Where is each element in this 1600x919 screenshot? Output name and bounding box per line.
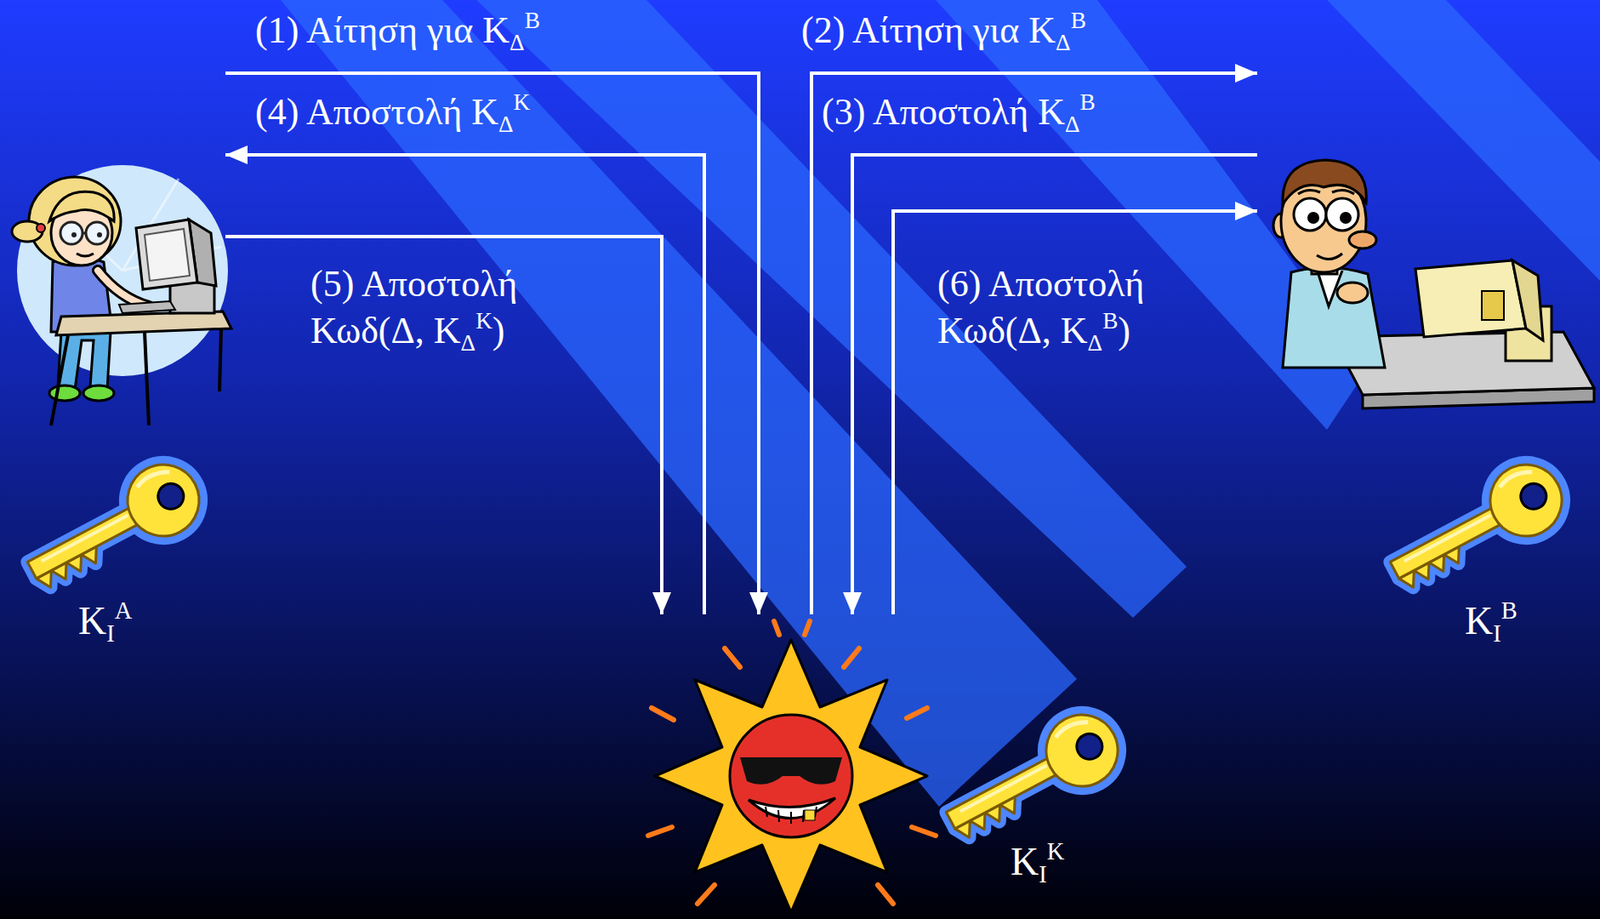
superscript: Α	[114, 597, 133, 624]
edge-label: (3) Αποστολή ΚΔΒ	[821, 88, 1096, 136]
actor-node: ΚΙΑ	[8, 51, 226, 664]
figure-part	[1415, 260, 1526, 337]
superscript: Κ	[475, 307, 493, 334]
figure-part	[14, 449, 215, 604]
figure-part	[654, 639, 928, 912]
actor-node: ΚΙΒ	[1257, 51, 1596, 664]
figure-part	[804, 620, 810, 635]
figure-part	[49, 385, 80, 401]
figure-part	[51, 328, 222, 426]
figure-part	[60, 222, 83, 245]
edge-label: (6) Αποστολή Κωδ(Δ, ΚΔΒ)	[937, 260, 1145, 354]
figure-part	[83, 385, 114, 401]
figure-part	[906, 707, 928, 718]
figure-part	[144, 228, 190, 281]
subscript: Ι	[106, 620, 115, 647]
edge-label: (5) Αποστολή Κωδ(Δ, ΚΔΚ)	[310, 260, 518, 354]
figure-part	[1377, 449, 1578, 604]
figure-part	[1326, 0, 1600, 281]
bob-figure	[1273, 159, 1595, 604]
message-arrow	[225, 154, 705, 615]
figure-part	[71, 232, 77, 238]
figure-part	[933, 699, 1134, 854]
figure-part	[1326, 198, 1359, 231]
figure-part	[85, 222, 109, 245]
figure-part	[843, 648, 860, 667]
figure-part	[49, 191, 114, 222]
superscript: Κ	[513, 89, 531, 115]
subscript: Ι	[1038, 860, 1048, 888]
figure-part	[648, 826, 672, 836]
figure-part	[1337, 282, 1368, 303]
key-label: ΚΙΑ	[78, 599, 132, 644]
superscript: Β	[524, 7, 541, 34]
figure-part	[724, 648, 741, 667]
figure-part	[119, 301, 176, 314]
figure-part	[740, 757, 843, 785]
superscript: Β	[1102, 307, 1118, 334]
edge-label: (4) Αποστολή ΚΔΚ	[255, 88, 530, 136]
figure-part	[1298, 189, 1355, 194]
figure-part	[82, 232, 86, 235]
figure-part	[697, 884, 715, 904]
figure-part	[804, 809, 815, 820]
figure-part	[96, 232, 103, 238]
subscript: Δ	[1087, 330, 1104, 356]
figure-part	[729, 714, 853, 838]
message-arrow	[852, 154, 1258, 615]
subscript: Δ	[498, 111, 514, 137]
figure-part	[1293, 198, 1327, 231]
subscript: Δ	[1055, 29, 1071, 56]
figure-part	[1282, 159, 1367, 205]
alice-figure	[11, 165, 232, 604]
figure-part	[651, 707, 674, 720]
subscript: Δ	[1064, 111, 1081, 137]
superscript: Β	[1501, 597, 1518, 624]
attacker-figure	[648, 620, 1134, 912]
figure-part	[1349, 231, 1377, 249]
message-arrow	[225, 236, 662, 615]
figure-part	[36, 223, 46, 233]
figure-part	[17, 165, 228, 376]
figure-part	[1307, 211, 1320, 224]
actor-node: ΚΙΚ	[646, 614, 1140, 919]
edge-label: (1) Αίτηση για ΚΔΒ	[255, 6, 541, 54]
superscript: Κ	[1047, 837, 1065, 865]
message-arrow	[893, 210, 1258, 615]
figure-part	[136, 219, 198, 290]
key-label: ΚΙΚ	[1010, 840, 1065, 884]
figure-part	[1512, 260, 1544, 341]
superscript: Β	[1070, 7, 1087, 34]
figure-part	[1282, 267, 1385, 368]
message-arrow	[225, 73, 759, 615]
edge-label: (2) Αίτηση για ΚΔΒ	[801, 6, 1087, 54]
figure-part	[28, 176, 121, 266]
figure-part	[1481, 290, 1504, 320]
figure-part	[911, 826, 936, 836]
subscript: Ι	[1492, 620, 1502, 647]
figure-part	[765, 806, 817, 824]
subscript: Δ	[461, 330, 477, 356]
subscript: Δ	[509, 29, 525, 56]
figure-part	[76, 253, 94, 257]
superscript: Β	[1080, 89, 1096, 115]
figure-part	[774, 620, 780, 635]
figure-part	[1339, 211, 1352, 224]
key-label: ΚΙΒ	[1464, 599, 1518, 644]
figure-part	[877, 884, 894, 904]
figure-part	[1316, 253, 1343, 260]
message-arrow	[811, 73, 1258, 615]
figure-part	[56, 311, 232, 336]
